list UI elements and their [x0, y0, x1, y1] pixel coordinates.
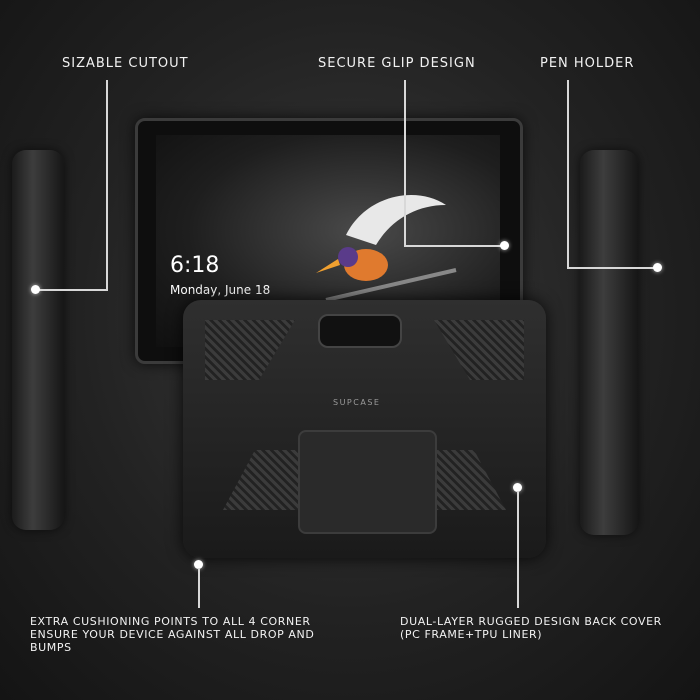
marker-corner [194, 560, 203, 569]
callout-secure-grip: SECURE GLIP DESIGN [318, 56, 476, 71]
marker-secure-grip [500, 241, 509, 250]
leader-sizable-cutout [106, 80, 108, 290]
lock-screen-date: Monday, June 18 [170, 283, 271, 297]
callout-sizable-cutout: SIZABLE CUTOUT [62, 56, 189, 71]
carbon-panel-bottom-right [426, 450, 506, 510]
carbon-panel-bottom-left [223, 450, 303, 510]
carbon-panel-top-left [205, 320, 295, 380]
leader-dual-layer [517, 491, 519, 608]
kingfisher-image [316, 195, 457, 302]
case-brand: SUPCASE [333, 398, 381, 407]
marker-dual-layer [513, 483, 522, 492]
note-dual-layer: DUAL-LAYER RUGGED DESIGN BACK COVER (PC … [400, 615, 662, 641]
kickstand [298, 430, 437, 534]
note-corners: EXTRA CUSHIONING POINTS TO ALL 4 CORNER … [30, 615, 315, 654]
marker-pen-holder [653, 263, 662, 272]
carbon-panel-top-right [434, 320, 524, 380]
leader-pen-holder [567, 80, 569, 268]
left-side-case [12, 150, 64, 530]
leader-sizable-cutout-h [36, 289, 108, 291]
camera-cutout [318, 314, 402, 348]
lock-screen-time: 6:18 [170, 253, 220, 278]
leader-corner [198, 568, 200, 608]
leader-secure-grip-h [404, 245, 504, 247]
leader-pen-holder-h [567, 267, 657, 269]
leader-secure-grip [404, 80, 406, 246]
back-case: SUPCASE [183, 300, 546, 558]
right-side-case [580, 150, 638, 535]
callout-pen-holder: PEN HOLDER [540, 56, 635, 71]
marker-sizable-cutout [31, 285, 40, 294]
